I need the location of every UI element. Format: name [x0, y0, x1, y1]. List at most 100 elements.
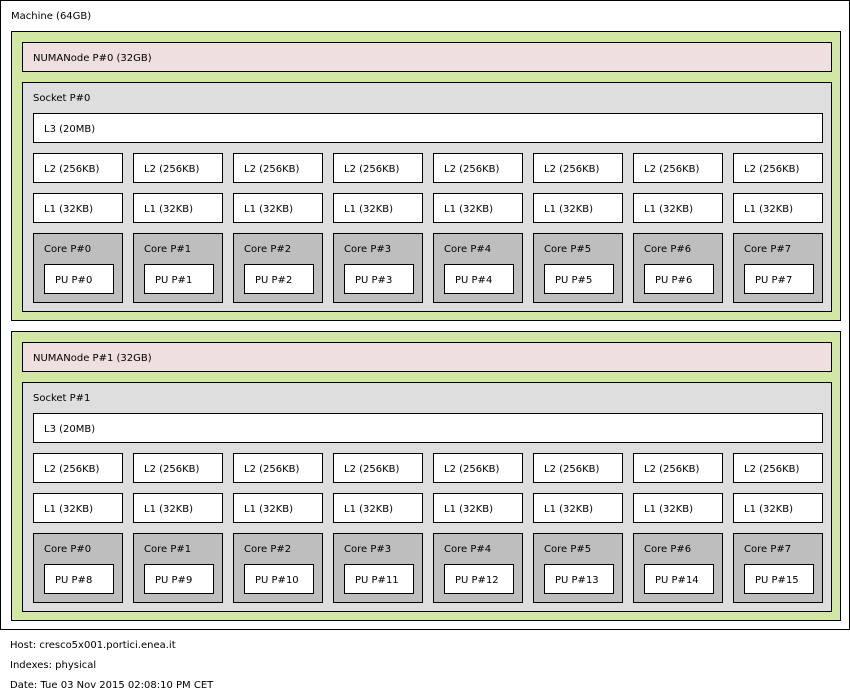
l1-cache-label: L1 (32KB)	[744, 204, 794, 215]
processing-unit: PU P#0	[44, 264, 114, 294]
l3-cache: L3 (20MB)	[33, 413, 823, 443]
processing-unit: PU P#12	[444, 564, 514, 594]
processing-unit-label: PU P#7	[755, 275, 793, 286]
processing-unit: PU P#1	[144, 264, 214, 294]
footer-date: Date: Tue 03 Nov 2015 02:08:10 PM CET	[10, 680, 214, 691]
l3-cache: L3 (20MB)	[33, 113, 823, 143]
core: Core P#5 PU P#13	[533, 533, 623, 603]
core-label: Core P#5	[544, 544, 592, 555]
l2-cache-label: L2 (256KB)	[444, 164, 500, 175]
l1-cache: L1 (32KB)	[33, 193, 123, 223]
processing-unit: PU P#6	[644, 264, 714, 294]
l2-cache: L2 (256KB)	[33, 453, 123, 483]
l2-cache-label: L2 (256KB)	[444, 464, 500, 475]
l1-cache-label: L1 (32KB)	[544, 504, 594, 515]
processing-unit-label: PU P#15	[755, 575, 799, 586]
core-label: Core P#2	[244, 244, 292, 255]
core-label: Core P#6	[644, 244, 692, 255]
l1-cache-label: L1 (32KB)	[144, 204, 194, 215]
l2-cache: L2 (256KB)	[133, 153, 223, 183]
l2-cache: L2 (256KB)	[333, 453, 423, 483]
core-label: Core P#6	[644, 544, 692, 555]
l1-cache: L1 (32KB)	[633, 193, 723, 223]
l2-cache: L2 (256KB)	[733, 153, 823, 183]
l1-cache-label: L1 (32KB)	[44, 204, 94, 215]
processing-unit-label: PU P#12	[455, 575, 499, 586]
l2-cache: L2 (256KB)	[533, 153, 623, 183]
processing-unit-label: PU P#8	[55, 575, 93, 586]
core: Core P#0 PU P#0	[33, 233, 123, 303]
l2-cache: L2 (256KB)	[633, 453, 723, 483]
processing-unit-label: PU P#14	[655, 575, 699, 586]
l1-cache-label: L1 (32KB)	[644, 204, 694, 215]
core-label: Core P#7	[744, 244, 792, 255]
l2-cache-label: L2 (256KB)	[144, 164, 200, 175]
l2-cache-label: L2 (256KB)	[344, 464, 400, 475]
processing-unit: PU P#2	[244, 264, 314, 294]
processing-unit: PU P#13	[544, 564, 614, 594]
processing-unit-label: PU P#1	[155, 275, 193, 286]
processing-unit: PU P#5	[544, 264, 614, 294]
l2-cache-label: L2 (256KB)	[244, 164, 300, 175]
processing-unit: PU P#9	[144, 564, 214, 594]
l1-cache: L1 (32KB)	[733, 493, 823, 523]
numa-node-label: NUMANode P#1 (32GB)	[33, 353, 152, 364]
l2-cache-label: L2 (256KB)	[144, 464, 200, 475]
l1-cache: L1 (32KB)	[33, 493, 123, 523]
processing-unit-label: PU P#13	[555, 575, 599, 586]
processing-unit-label: PU P#9	[155, 575, 193, 586]
l2-cache: L2 (256KB)	[433, 453, 523, 483]
core: Core P#7 PU P#7	[733, 233, 823, 303]
core: Core P#5 PU P#5	[533, 233, 623, 303]
core-label: Core P#3	[344, 544, 392, 555]
processing-unit: PU P#10	[244, 564, 314, 594]
l1-cache: L1 (32KB)	[633, 493, 723, 523]
processing-unit-label: PU P#10	[255, 575, 299, 586]
processing-unit: PU P#3	[344, 264, 414, 294]
l1-cache: L1 (32KB)	[533, 193, 623, 223]
core-label: Core P#5	[544, 244, 592, 255]
l2-cache-label: L2 (256KB)	[644, 164, 700, 175]
l2-cache-label: L2 (256KB)	[544, 464, 600, 475]
l1-cache: L1 (32KB)	[533, 493, 623, 523]
l3-cache-label: L3 (20MB)	[44, 124, 96, 135]
l2-cache: L2 (256KB)	[233, 453, 323, 483]
l2-cache: L2 (256KB)	[133, 453, 223, 483]
core-label: Core P#0	[44, 244, 92, 255]
footer-indexes: Indexes: physical	[10, 660, 97, 671]
footer-host: Host: cresco5x001.portici.enea.it	[10, 640, 176, 651]
l1-cache: L1 (32KB)	[333, 493, 423, 523]
l1-cache-label: L1 (32KB)	[44, 504, 94, 515]
processing-unit: PU P#7	[744, 264, 814, 294]
core: Core P#2 PU P#2	[233, 233, 323, 303]
l1-cache: L1 (32KB)	[133, 493, 223, 523]
l1-cache-label: L1 (32KB)	[244, 204, 294, 215]
core-label: Core P#4	[444, 244, 492, 255]
l1-cache: L1 (32KB)	[233, 193, 323, 223]
l1-cache: L1 (32KB)	[733, 193, 823, 223]
processing-unit: PU P#4	[444, 264, 514, 294]
l2-cache-label: L2 (256KB)	[544, 164, 600, 175]
numa-node: NUMANode P#1 (32GB)	[22, 342, 832, 372]
machine-box: Machine (64GB) NUMANode P#0 (32GB)Socket…	[0, 0, 850, 630]
l2-cache-label: L2 (256KB)	[344, 164, 400, 175]
l2-cache-label: L2 (256KB)	[644, 464, 700, 475]
processing-unit: PU P#8	[44, 564, 114, 594]
processing-unit: PU P#11	[344, 564, 414, 594]
l2-cache-label: L2 (256KB)	[744, 164, 800, 175]
processing-unit-label: PU P#3	[355, 275, 393, 286]
processing-unit: PU P#14	[644, 564, 714, 594]
core-label: Core P#1	[144, 544, 192, 555]
l2-cache-label: L2 (256KB)	[744, 464, 800, 475]
l1-cache: L1 (32KB)	[133, 193, 223, 223]
numa-node-label: NUMANode P#0 (32GB)	[33, 53, 152, 64]
l2-cache: L2 (256KB)	[33, 153, 123, 183]
machine-label: Machine (64GB)	[11, 11, 92, 22]
